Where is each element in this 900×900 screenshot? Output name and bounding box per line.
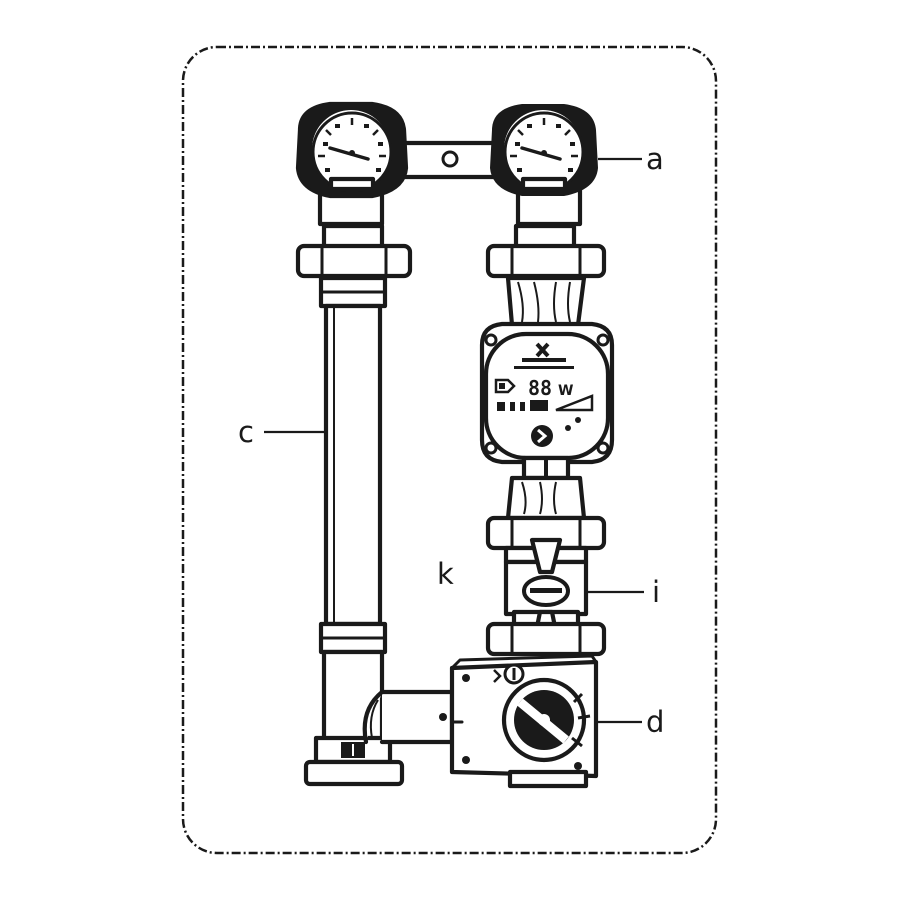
pump-power-readout: 88: [528, 376, 552, 400]
pump-power-unit: W: [558, 383, 573, 399]
pump-lower-neck: [505, 455, 587, 521]
pump-upper-neck: [505, 275, 587, 328]
callout-label-d: d: [646, 705, 664, 739]
callout-label-i: i: [652, 575, 660, 609]
mixing-valve-knob[interactable]: [501, 677, 591, 763]
bypass-connector-pipe: [362, 689, 455, 745]
callout-label-k: k: [437, 557, 454, 591]
gauge-bridge: [395, 140, 505, 180]
left-return-pipe: [295, 223, 413, 787]
pump-mode-button[interactable]: [531, 425, 553, 447]
right-thermometer-gauge: [490, 104, 598, 227]
callout-label-a: a: [646, 142, 664, 176]
right-upper-union: [485, 223, 607, 279]
pump-brand-logo: [514, 342, 574, 369]
callout-label-c: c: [238, 415, 254, 449]
frame-border: [181, 45, 718, 855]
circulation-pump: 88 W: [479, 321, 615, 465]
left-thermometer-gauge: [295, 101, 409, 227]
valve-lower-union: [485, 621, 607, 657]
leader-lines: [264, 157, 644, 724]
actuator-manual-release-icon[interactable]: [493, 663, 525, 685]
pump-display: 88 W: [494, 376, 594, 431]
